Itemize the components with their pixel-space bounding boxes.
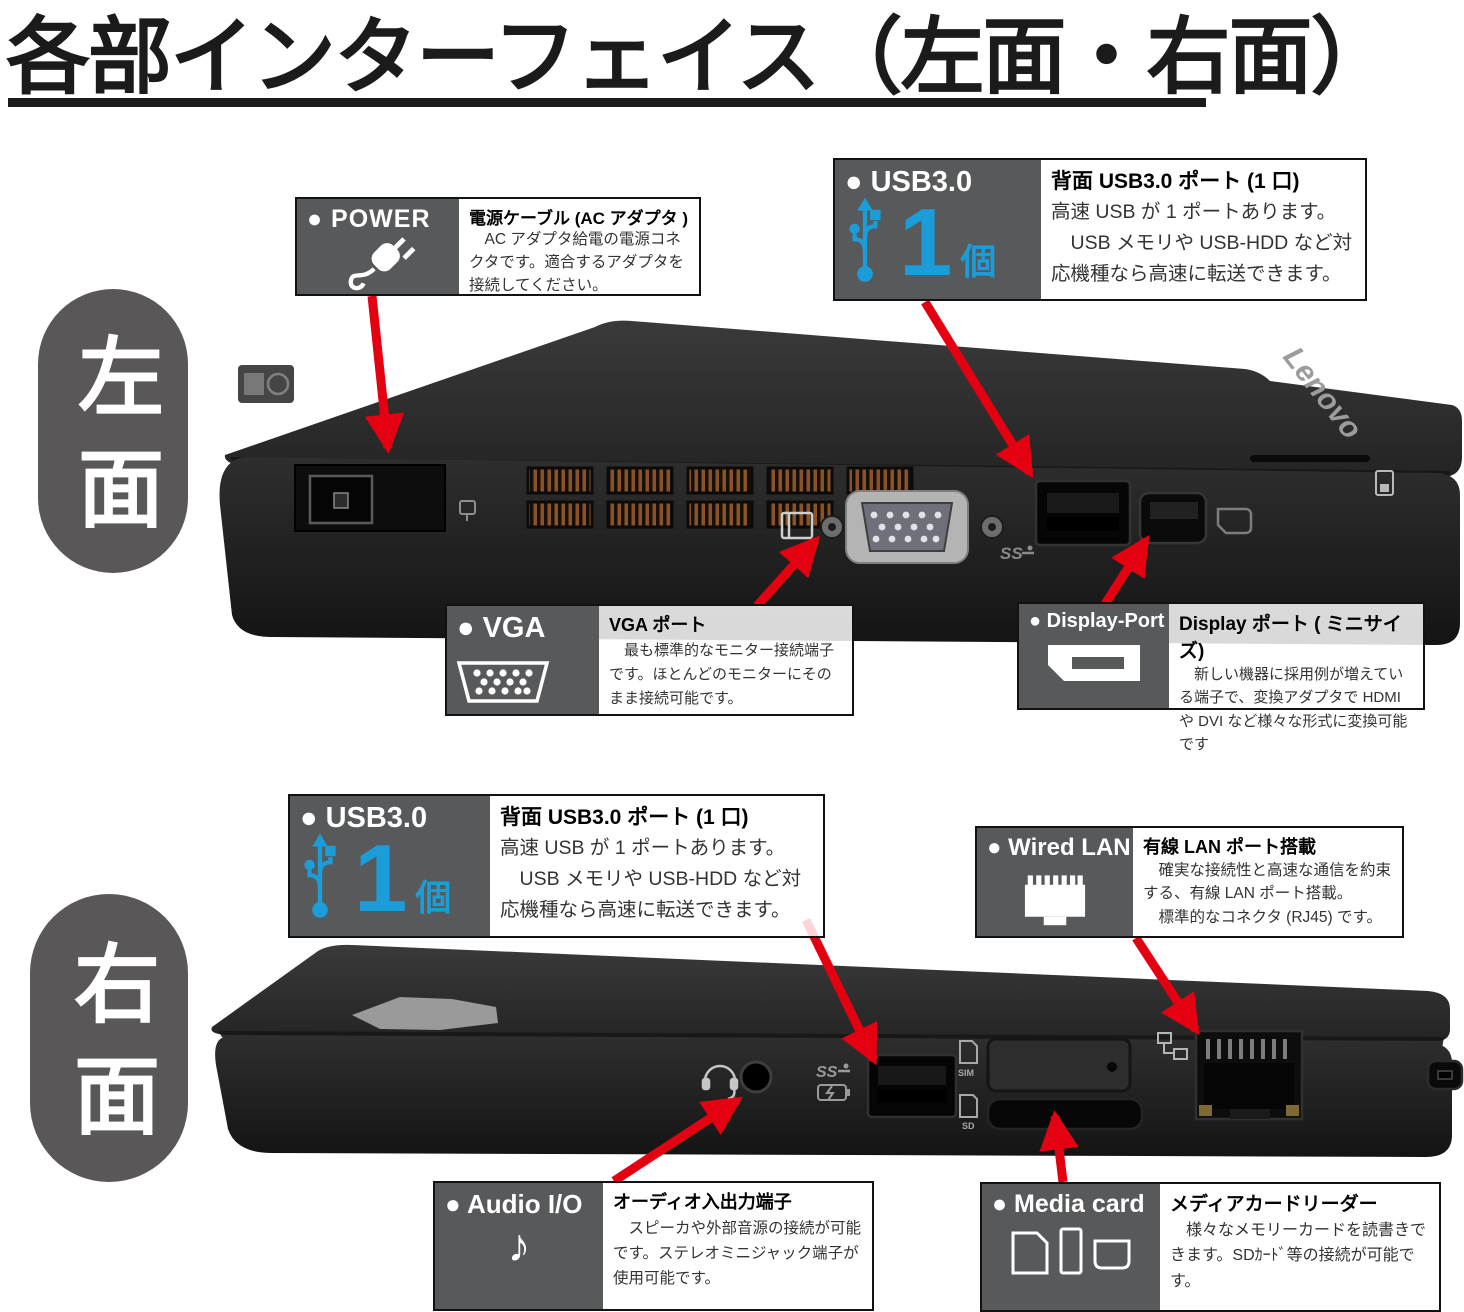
media-card-text: メディアカードリーダー 様々なメモリーカードを読書きできます。SDｶｰﾄﾞ等の接… bbox=[1160, 1184, 1439, 1310]
ethernet-icon bbox=[1024, 875, 1086, 926]
usb-port-count-unit: 個 bbox=[960, 241, 997, 282]
sim-slot bbox=[986, 1037, 1132, 1093]
usb-text: 背面 USB3.0 ポート (1 口) 高速 USB が 1 ポートあります。 … bbox=[490, 796, 823, 936]
media-card-badge-label: ● Media card bbox=[992, 1190, 1145, 1218]
dp-icon bbox=[1216, 507, 1253, 535]
vga-text: VGA ポート 最も標準的なモニター接続端子です。ほとんどのモニターにそのまま接… bbox=[599, 606, 852, 714]
svg-text:SS: SS bbox=[1000, 544, 1023, 563]
displayport-text: Display ポート ( ミニサイズ) 新しい機器に採用例が増えている端子で、… bbox=[1169, 604, 1423, 753]
power-plug-icon bbox=[348, 237, 416, 291]
wired-lan-badge: ● Wired LAN bbox=[977, 828, 1133, 936]
audio-body: スピーカや外部音源の接続が可能です。ステレオミニジャック端子が使用可能です。 bbox=[613, 1220, 862, 1288]
vga-port bbox=[845, 490, 969, 564]
ss-usb-icon: SS bbox=[1000, 544, 1034, 563]
callout-displayport: ● Display-Port Display ポート ( ミニサイズ) 新しい機… bbox=[1017, 602, 1425, 753]
power-text: 電源ケーブル (AC アダプタ ) AC アダプタ給電の電源コネクタです。適合す… bbox=[459, 199, 699, 294]
media-card-badge: ● Media card bbox=[982, 1184, 1160, 1310]
right-face-pill: 右面 bbox=[30, 894, 188, 1182]
mini-displayport bbox=[1138, 491, 1208, 545]
svg-text:SIM: SIM bbox=[958, 1068, 974, 1078]
usb-text: 背面 USB3.0 ポート (1 口) 高速 USB が 1 ポートあります。 … bbox=[1041, 160, 1365, 299]
music-note-icon: ♪ bbox=[507, 1219, 531, 1271]
callout-usb-right: ● USB3.0 1 個 背面 USB3.0 ポート (1 口) 高速 USB … bbox=[288, 794, 825, 938]
ethernet-port bbox=[1194, 1029, 1304, 1121]
audio-badge-label: ● Audio I/O bbox=[445, 1189, 583, 1219]
audio-title: オーディオ入出力端子 bbox=[613, 1192, 792, 1212]
ss-usb-icon: SS bbox=[816, 1063, 850, 1101]
wired-lan-badge-label: ● Wired LAN bbox=[987, 834, 1131, 861]
page-title: 各部インターフェイス（左面・右面） bbox=[6, 10, 1394, 104]
right-face-label: 右面 bbox=[60, 939, 157, 1163]
laptop-left-body: SS bbox=[219, 455, 1461, 645]
usb-port-count-unit: 個 bbox=[415, 877, 452, 918]
vga-badge: ● VGA bbox=[447, 606, 599, 714]
callout-wired-lan: ● Wired LAN 有線 LAN ポート搭載 確実な接続性と高速な通信を約束… bbox=[975, 826, 1404, 938]
usb-icon bbox=[849, 197, 881, 282]
media-card-title: メディアカードリーダー bbox=[1170, 1194, 1378, 1215]
usb-title: 背面 USB3.0 ポート (1 口) bbox=[1051, 170, 1300, 193]
power-icon bbox=[459, 500, 476, 521]
usb-badge: ● USB3.0 1 個 bbox=[835, 160, 1041, 299]
title-underline bbox=[8, 98, 1206, 107]
vga-badge-label: ● VGA bbox=[457, 612, 546, 644]
laptop-left-side-photo: Lenovo bbox=[219, 320, 1462, 645]
sd-icon: SD bbox=[959, 1094, 978, 1131]
callout-power: ● POWER 電源ケーブル (AC アダプタ ) AC アダプタ給電の電源コネ… bbox=[295, 197, 701, 296]
headphone-icon bbox=[701, 1064, 739, 1101]
power-title: 電源ケーブル (AC アダプタ ) bbox=[469, 209, 689, 228]
media-card-body: 様々なメモリーカードを読書きできます。SDｶｰﾄﾞ等の接続が可能です。 bbox=[1170, 1222, 1427, 1290]
usb-body: 高速 USB が 1 ポートあります。 USB メモリや USB-HDD など対… bbox=[500, 837, 802, 922]
vga-title: VGA ポート bbox=[609, 615, 707, 635]
left-face-pill: 左面 bbox=[38, 289, 188, 573]
usb-badge-label: ● USB3.0 bbox=[845, 166, 973, 198]
usb-body: 高速 USB が 1 ポートあります。 USB メモリや USB-HDD など対… bbox=[1051, 201, 1353, 286]
callout-audio: ● Audio I/O ♪ オーディオ入出力端子 スピーカや外部音源の接続が可能… bbox=[433, 1181, 874, 1311]
usb-icon bbox=[304, 833, 336, 918]
vga-icon bbox=[456, 661, 550, 703]
wired-lan-text: 有線 LAN ポート搭載 確実な接続性と高速な通信を約束する、有線 LAN ポー… bbox=[1133, 828, 1402, 936]
usb-port-count: 1 bbox=[354, 824, 408, 932]
displayport-badge-label: ● Display-Port bbox=[1029, 610, 1165, 632]
displayport-title: Display ポート ( ミニサイズ) bbox=[1179, 614, 1402, 662]
callout-media-card: ● Media card メディアカードリーダー 様々なメモリーカードを読書きで… bbox=[980, 1182, 1441, 1312]
power-badge: ● POWER bbox=[297, 199, 459, 294]
audio-jack bbox=[739, 1060, 773, 1094]
callout-vga: ● VGA VGA ポート 最も標準的なモニター接続端子です。ほとんどのモニター… bbox=[445, 604, 854, 716]
power-body: AC アダプタ給電の電源コネクタです。適合するアダプタを接続してください。 bbox=[469, 231, 684, 294]
audio-badge: ● Audio I/O ♪ bbox=[435, 1183, 603, 1309]
usb-port bbox=[866, 1053, 958, 1119]
power-badge-label: ● POWER bbox=[307, 205, 431, 233]
vent-grilles bbox=[526, 466, 914, 529]
callout-usb-left: ● USB3.0 1 個 背面 USB3.0 ポート (1 口) 高速 USB … bbox=[833, 158, 1367, 301]
card-icon bbox=[1375, 470, 1394, 496]
displayport-badge: ● Display-Port bbox=[1019, 604, 1169, 708]
wired-lan-title: 有線 LAN ポート搭載 bbox=[1143, 837, 1316, 857]
usb-badge-label: ● USB3.0 bbox=[300, 802, 428, 834]
svg-text:SD: SD bbox=[962, 1121, 975, 1131]
usb-port bbox=[1034, 479, 1132, 547]
side-slot bbox=[1250, 455, 1370, 462]
usb-badge: ● USB3.0 1 個 bbox=[290, 796, 490, 936]
left-face-label: 左面 bbox=[64, 332, 161, 556]
kensington-lock bbox=[1426, 1059, 1464, 1091]
media-cards-icon bbox=[1011, 1227, 1131, 1275]
audio-text: オーディオ入出力端子 スピーカや外部音源の接続が可能です。ステレオミニジャック端… bbox=[603, 1183, 872, 1309]
svg-text:SS: SS bbox=[816, 1064, 838, 1081]
sd-card-slot bbox=[986, 1097, 1144, 1131]
wired-lan-body: 確実な接続性と高速な通信を約束する、有線 LAN ポート搭載。 標準的なコネクタ… bbox=[1143, 862, 1392, 926]
thinkpad-logo bbox=[352, 997, 498, 1030]
vga-body: 最も標準的なモニター接続端子です。ほとんどのモニターにそのまま接続可能です。 bbox=[609, 642, 835, 707]
laptop-right-side-photo: SS SIM SD bbox=[211, 944, 1464, 1157]
displayport-body: 新しい機器に採用例が増えている端子で、変換アダプタで HDMI や DVI など… bbox=[1179, 666, 1408, 753]
laptop-right-body: SS SIM SD bbox=[215, 1029, 1464, 1157]
power-port bbox=[294, 464, 446, 532]
displayport-icon bbox=[1048, 645, 1140, 681]
usb-port-count: 1 bbox=[899, 188, 953, 296]
sim-icon: SIM bbox=[958, 1040, 978, 1078]
usb-title: 背面 USB3.0 ポート (1 口) bbox=[500, 806, 749, 829]
